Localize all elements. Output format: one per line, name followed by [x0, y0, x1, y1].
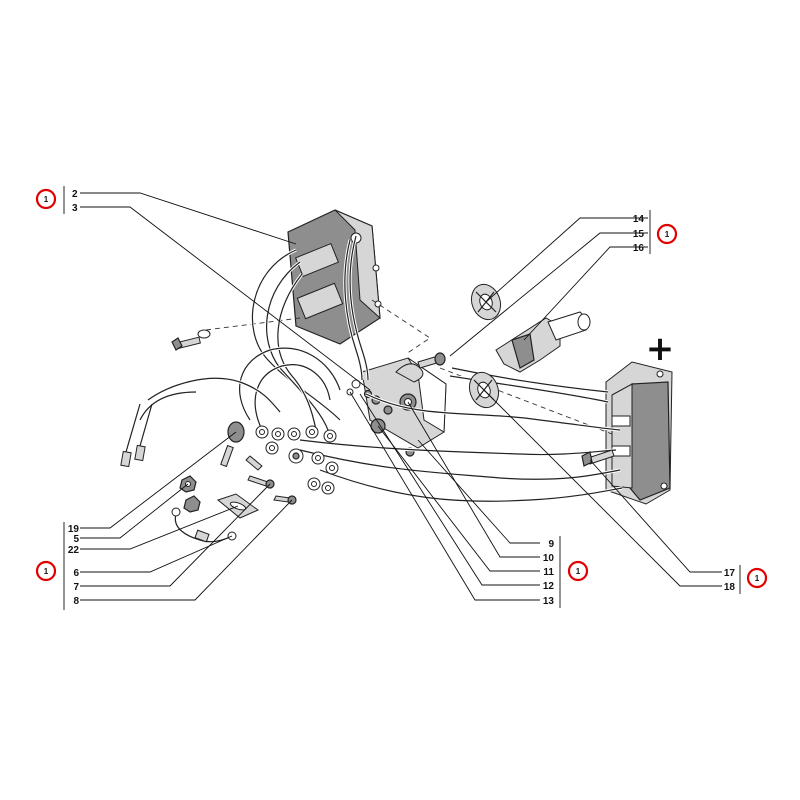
callout-brackets	[63, 186, 741, 610]
qty-badge-top-left: 1	[35, 188, 57, 210]
callout-number: 2	[72, 189, 78, 200]
bracket-part	[495, 311, 591, 373]
svg-text:1: 1	[576, 567, 581, 576]
knob-part	[220, 421, 245, 468]
right-connector-block	[605, 361, 673, 505]
nut-part-2	[183, 495, 201, 513]
leader-lines	[80, 192, 722, 601]
callout-number: 19	[68, 524, 80, 535]
wire-harness	[138, 235, 623, 503]
svg-text:1: 1	[665, 230, 670, 239]
center-screw	[417, 352, 446, 369]
callout-number: 3	[72, 203, 78, 214]
left-bolt	[171, 329, 211, 351]
callout-number: 8	[73, 596, 79, 607]
callout-group-top-left: 2 3	[72, 189, 78, 214]
callout-number: 15	[633, 229, 645, 240]
qty-badge-top-right: 1	[656, 223, 678, 245]
callout-number: 6	[73, 568, 79, 579]
polarity-plus-symbol: +	[646, 329, 675, 369]
qty-badge-bottom-right: 1	[746, 567, 768, 589]
callout-number: 5	[73, 534, 79, 545]
svg-text:1: 1	[44, 195, 49, 204]
left-connector-block	[287, 209, 382, 345]
callout-number: 22	[68, 545, 80, 556]
cable-lug-part	[171, 507, 237, 543]
callout-number: 11	[543, 567, 554, 578]
callout-number: 7	[73, 582, 79, 593]
callout-number: 10	[543, 553, 555, 564]
callout-number: 14	[633, 214, 645, 225]
callout-number: 16	[633, 243, 645, 254]
callout-number: 13	[543, 596, 555, 607]
callout-group-bottom-left: 19 5 22 6 7 8	[68, 524, 80, 607]
svg-text:1: 1	[755, 574, 760, 583]
callout-group-bottom-right: 17 18	[724, 568, 736, 593]
screws	[245, 455, 297, 505]
svg-text:1: 1	[44, 567, 49, 576]
callout-group-top-right: 14 15 16	[633, 214, 645, 254]
callout-number: 17	[724, 568, 736, 579]
callout-number: 12	[543, 581, 555, 592]
callout-group-bottom-mid: 9 10 11 12 13	[543, 539, 555, 607]
right-screw	[581, 449, 615, 467]
plug-connectors	[120, 403, 153, 468]
callout-number: 9	[548, 539, 554, 550]
qty-badge-bottom-mid: 1	[567, 560, 589, 582]
qty-badge-bottom-left: 1	[35, 560, 57, 582]
callout-number: 18	[724, 582, 736, 593]
terminal-ring-row	[255, 425, 339, 495]
